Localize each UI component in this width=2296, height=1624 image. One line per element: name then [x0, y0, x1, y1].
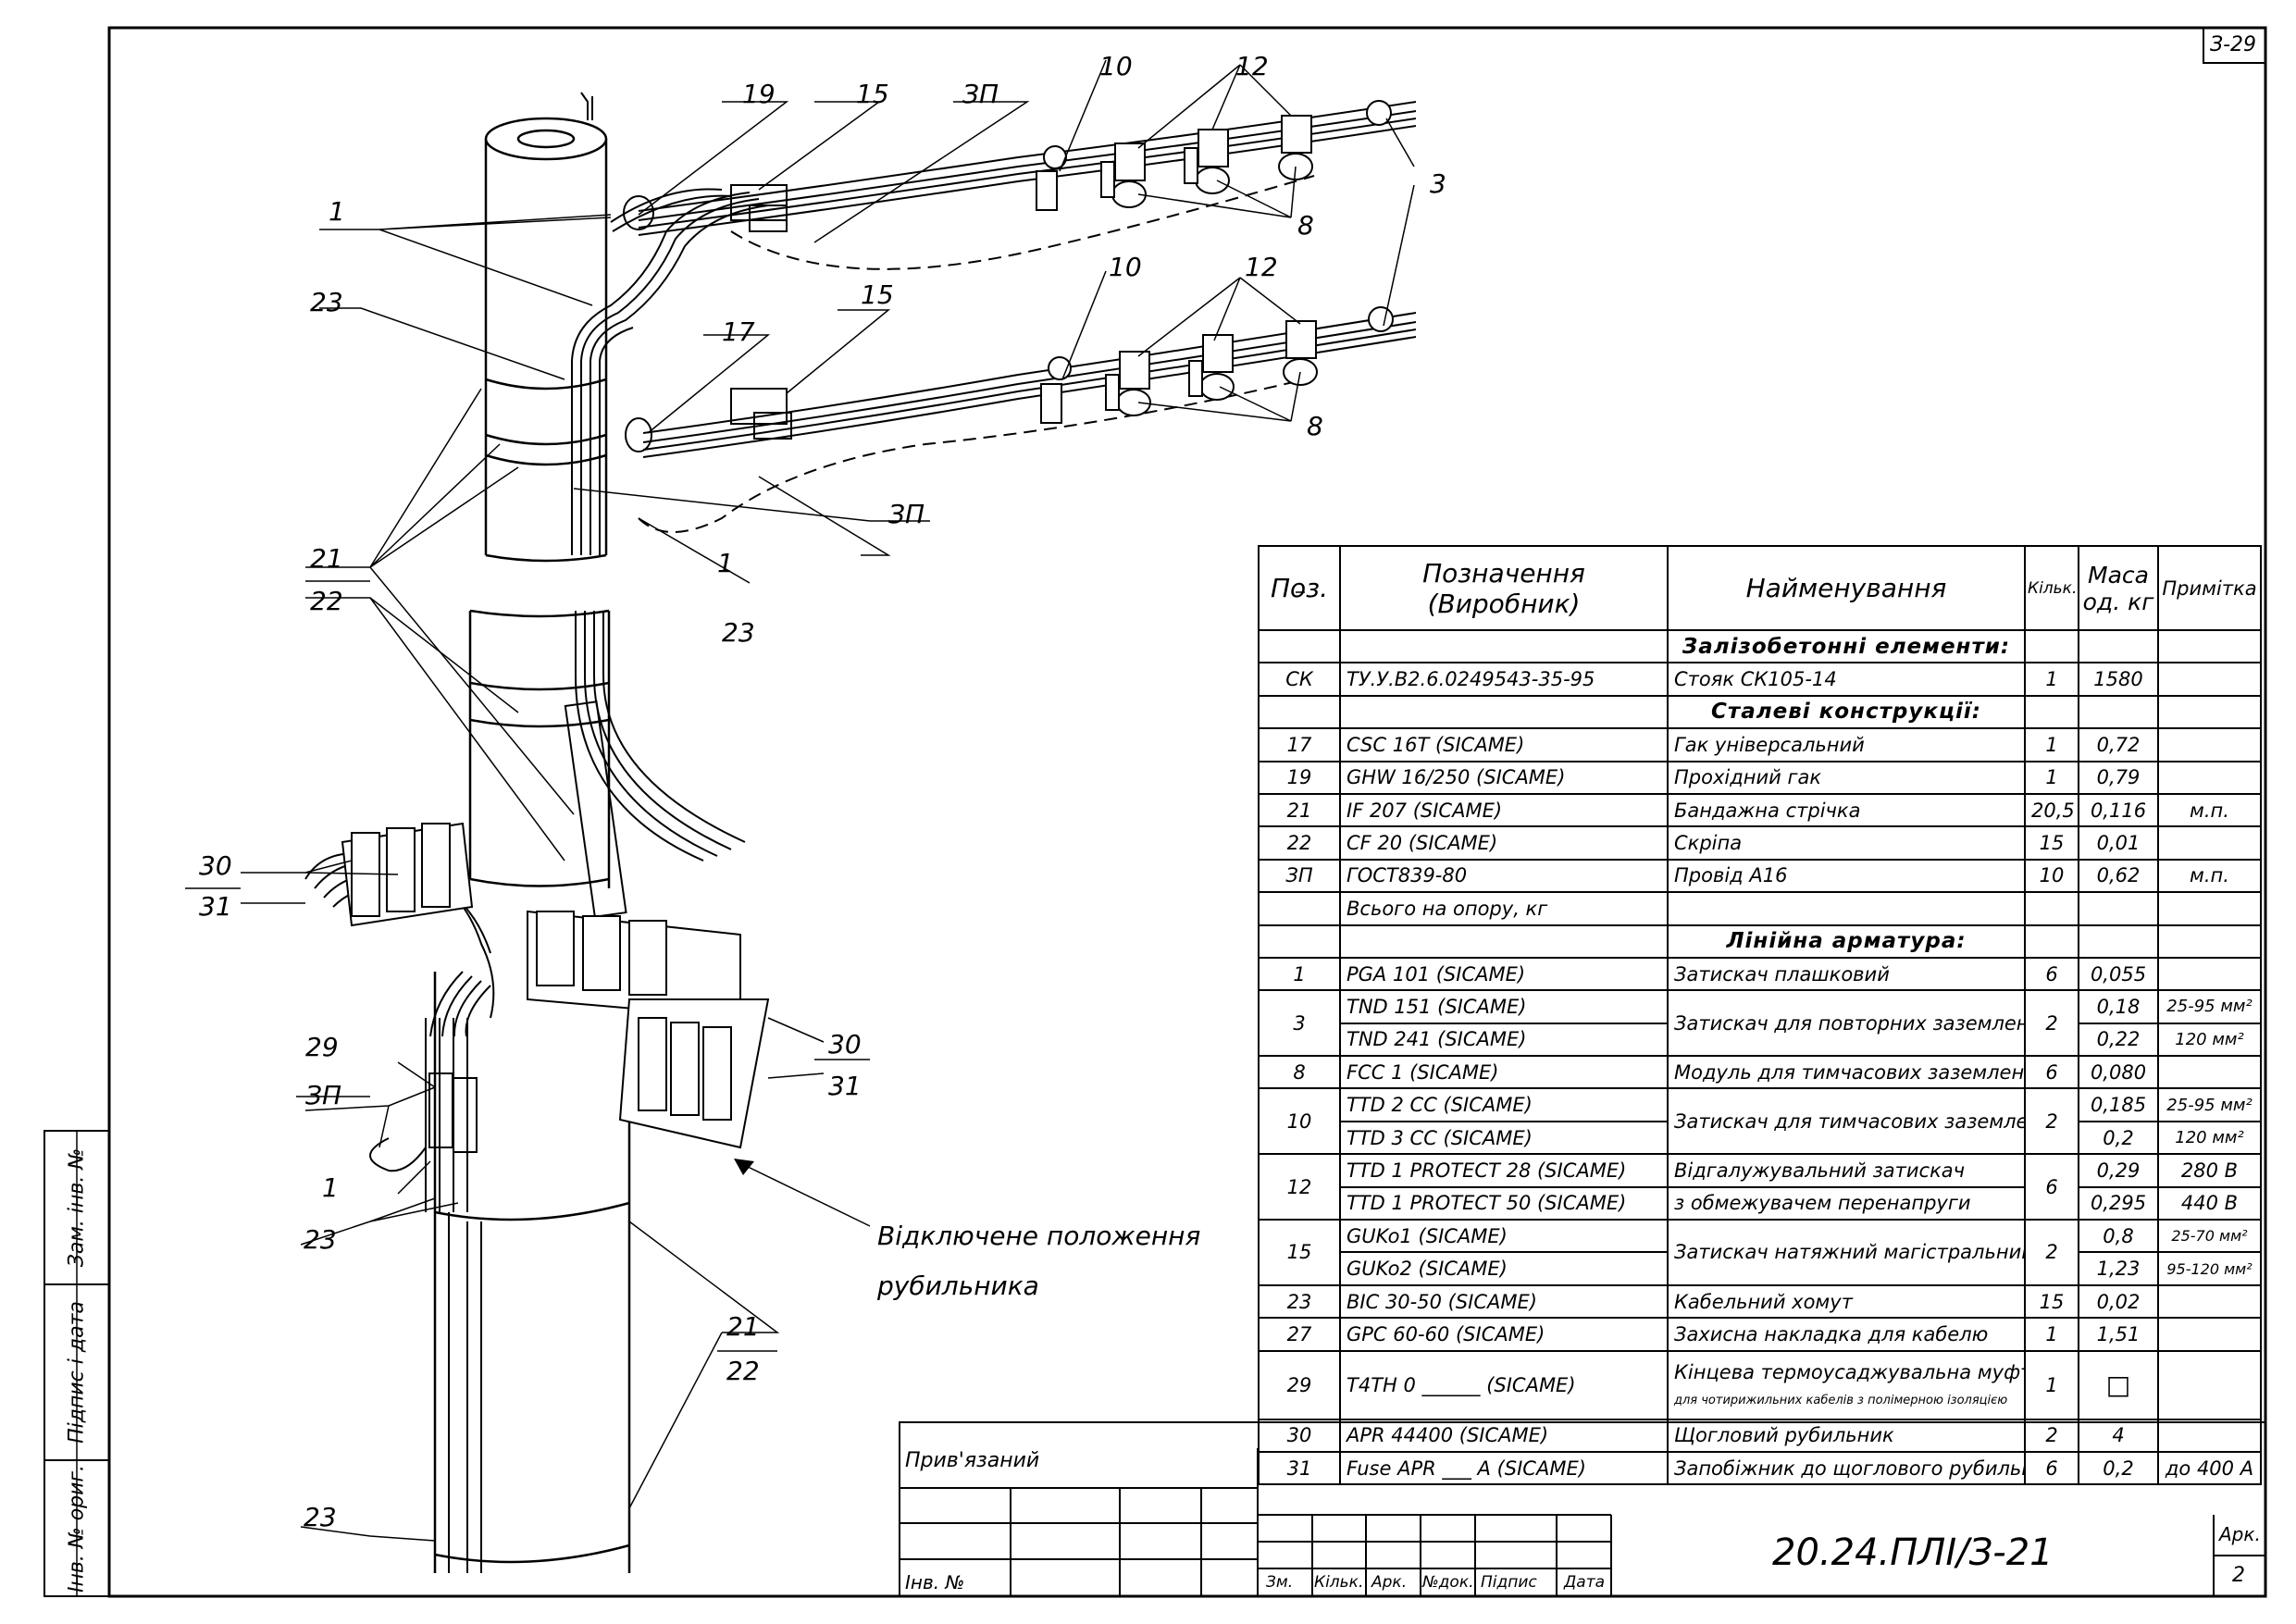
table-row: 10 TTD 2 CC (SICAME) Затискач для тимчас… [1258, 1087, 2262, 1156]
side-stamp-pidpys: Підпис і дата [65, 1301, 89, 1444]
table-row-total: Всього на опору, кг [1258, 891, 2262, 926]
callout-zp-c: ЗП [305, 1080, 342, 1110]
callout-3: 3 [1430, 168, 1446, 199]
table-row: 27 GPC 60-60 (SICAME) Захисна накладка д… [1258, 1317, 2262, 1352]
table-row: 19 GHW 16/250 (SICAME) Прохідний гак 1 0… [1258, 760, 2262, 795]
stamp-col-ark: Арк. [1371, 1573, 1408, 1592]
callout-21a: 21 [310, 543, 343, 574]
header-name: Найменування [1667, 545, 2026, 631]
callout-zp-b: ЗП [888, 499, 925, 529]
callout-31a: 31 [199, 891, 232, 922]
callout-23d: 23 [304, 1502, 337, 1532]
sheet-code: З-29 [2210, 33, 2257, 56]
table-row: 29 T4TH 0 ______ (SICAME) Кінцева термоу… [1258, 1349, 2262, 1420]
title-block-grid [899, 1421, 2266, 1597]
document-designation: 20.24.ПЛІ/З-21 [1772, 1531, 2054, 1574]
table-row: 17 CSC 16T (SICAME) Гак універсальний 1 … [1258, 727, 2262, 762]
stamp-col-pidpys: Підпис [1481, 1573, 1537, 1592]
callout-10b: 10 [1109, 252, 1142, 282]
table-row: 21 IF 207 (SICAME) Бандажна стрічка 20,5… [1258, 792, 2262, 828]
callout-12a: 12 [1235, 51, 1269, 81]
callout-29: 29 [305, 1032, 339, 1062]
specification-table: Поз. Позначення(Виробник) Найменування К… [1258, 545, 2262, 1486]
table-row: СК ТУ.У.В2.6.0249543-35-95 Стояк СК105-1… [1258, 662, 2262, 697]
callout-23c: 23 [304, 1224, 337, 1255]
callout-23b: 23 [722, 617, 755, 648]
section-label: Залізобетонні елементи: [1667, 628, 2026, 664]
header-qty: Кільк. [2024, 545, 2079, 631]
pole-upper [484, 117, 608, 563]
inv-no-label: Інв. № [905, 1571, 965, 1593]
table-row-section-1: Залізобетонні елементи: [1258, 628, 2262, 664]
table-row: 15 GUKo1 (SICAME) Затискач натяжний магі… [1258, 1219, 2262, 1286]
table-row: 3 TND 151 (SICAME) Затискач для повторни… [1258, 989, 2262, 1058]
privyazaniy-label: Прив'язаний [905, 1449, 1040, 1472]
header-designation: Позначення(Виробник) [1339, 545, 1669, 631]
table-row: GUKo2 (SICAME) 1,23 95-120 мм² [1259, 1251, 2262, 1286]
table-row: 8 FCC 1 (SICAME) Модуль для тимчасових з… [1258, 1055, 2262, 1090]
callout-30a: 30 [199, 850, 232, 881]
callout-15a: 15 [856, 79, 889, 109]
callout-10a: 10 [1099, 51, 1133, 81]
pole-lower [433, 609, 631, 1573]
table-row: 22 CF 20 (SICAME) Скріпа 15 0,01 [1258, 825, 2262, 861]
mast-switch-left [341, 822, 474, 927]
mast-switch-right [527, 910, 770, 1149]
sheet-number: 2 [2232, 1564, 2245, 1587]
table-row: 31 Fuse APR ___ A (SICAME) Запобіжник до… [1258, 1450, 2262, 1486]
callout-zp-a: ЗП [962, 79, 999, 109]
table-row: TND 241 (SICAME) 0,22 120 мм² [1259, 1022, 2262, 1058]
callout-22a: 22 [310, 586, 343, 616]
callout-22b: 22 [726, 1356, 760, 1386]
callout-8a: 8 [1297, 210, 1314, 241]
callout-1b: 1 [717, 548, 734, 578]
table-row-section-3: Лінійна арматура: [1258, 924, 2262, 959]
table-row-section-2: Сталеві конструкції: [1258, 694, 2262, 730]
stamp-col-data: Дата [1564, 1573, 1606, 1592]
callout-underlines [185, 580, 870, 1352]
note-disconnected-line2: рубильника [877, 1271, 1039, 1301]
callout-19: 19 [742, 79, 776, 109]
callout-17: 17 [722, 316, 755, 347]
table-row: TTD 3 CC (SICAME) 0,2 120 мм² [1259, 1120, 2262, 1156]
table-row: 1 PGA 101 (SICAME) Затискач плашковий 6 … [1258, 956, 2262, 992]
callout-15b: 15 [861, 279, 894, 310]
clamps-upper [1036, 100, 1392, 211]
header-note: Примітка [2157, 545, 2262, 631]
side-stamp-inv-orig: Інв. № ориг. [65, 1464, 89, 1593]
table-row: 23 BIC 30-50 (SICAME) Кабельний хомут 15… [1258, 1283, 2262, 1320]
cables-upper [571, 92, 769, 555]
callout-1c: 1 [322, 1172, 339, 1203]
table-row: TTD 1 PROTECT 50 (SICAME) з обмежувачем … [1259, 1185, 2262, 1221]
table-header-row: Поз. Позначення(Виробник) Найменування К… [1258, 545, 2262, 631]
note-disconnected-line1: Відключене положення [877, 1221, 1201, 1251]
table-row: 30 APR 44400 (SICAME) Щогловий рубильник… [1258, 1418, 2262, 1453]
arrow-head [734, 1159, 754, 1175]
table-row: 12 TTD 1 PROTECT 28 (SICAME) Відгалужува… [1258, 1153, 2262, 1221]
section-label: Сталеві конструкції: [1667, 694, 2026, 730]
line-conductors-lower [623, 195, 1417, 533]
side-stamp-zam-inv: Зам. інв. № [65, 1147, 89, 1268]
callout-30b: 30 [828, 1029, 862, 1060]
stamp-col-zm: Зм. [1266, 1573, 1294, 1592]
sheet-label: Арк. [2219, 1523, 2261, 1545]
callout-8b: 8 [1307, 411, 1323, 441]
header-pos: Поз. [1258, 545, 1341, 631]
stamp-col-kilk: Кільк. [1314, 1573, 1364, 1592]
callout-31b: 31 [828, 1071, 862, 1101]
leader-lines [241, 59, 1415, 1542]
callout-12b: 12 [1245, 252, 1278, 282]
table-row: ЗП ГОСТ839-80 Провід А16 10 0,62 м.п. [1258, 858, 2262, 894]
callout-1a: 1 [329, 196, 345, 227]
cables-lower [304, 611, 746, 1573]
callout-21b: 21 [726, 1311, 760, 1342]
stamp-col-ndok: №док. [1422, 1573, 1474, 1592]
section-label: Лінійна арматура: [1667, 924, 2026, 959]
callout-23a: 23 [310, 287, 343, 317]
